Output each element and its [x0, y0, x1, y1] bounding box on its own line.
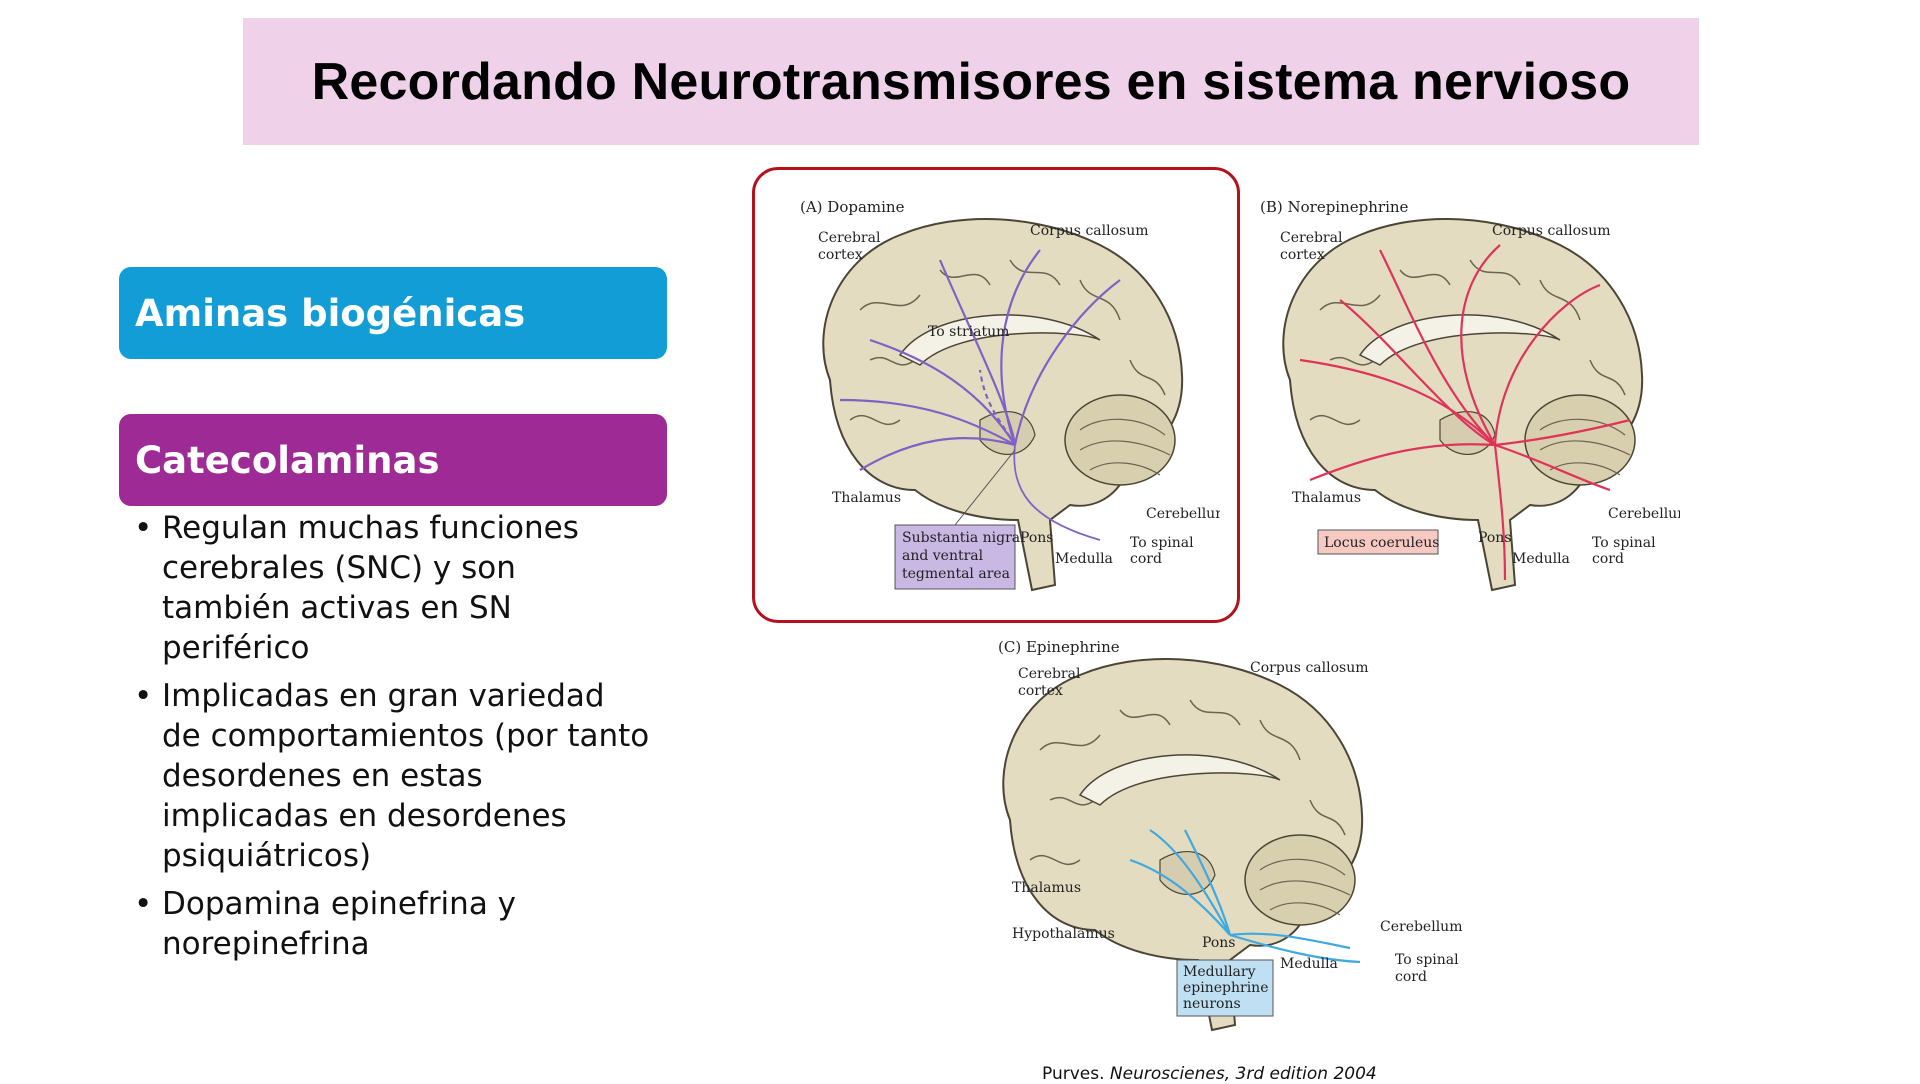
- panel-title: (C) Epinephrine: [998, 638, 1120, 656]
- title-banner: Recordando Neurotransmisores en sistema …: [243, 18, 1699, 145]
- citation-prefix: Purves.: [1042, 1064, 1110, 1084]
- bullet-item: Implicadas en gran variedad de comportam…: [130, 676, 650, 876]
- panel-title: (B) Norepinephrine: [1260, 198, 1409, 216]
- label-locus: Locus coeruleus: [1324, 535, 1439, 551]
- label-cortex: cortex: [818, 247, 863, 263]
- dopamine-pathways: [839, 249, 1121, 541]
- panel-epinephrine: (C) Epinephrine Corpus callosum Cerebral…: [990, 630, 1470, 1040]
- callout-line: and ventral: [902, 548, 984, 564]
- callout-box: [1176, 959, 1274, 1017]
- label-corpus-callosum: Corpus callosum: [1250, 660, 1369, 676]
- label-cord: cord: [1395, 969, 1427, 985]
- label-thalamus: Thalamus: [1292, 490, 1361, 506]
- bullet-list: Regulan muchas funciones cerebrales (SNC…: [130, 508, 650, 972]
- label-to-spinal: To spinal: [1395, 952, 1459, 968]
- label-pons: Pons: [1020, 530, 1053, 546]
- epinephrine-pathways: [1129, 829, 1361, 964]
- label-corpus-callosum: Corpus callosum: [1030, 223, 1149, 239]
- panel-norepinephrine: (B) Norepinephrine Corpus callosum Cereb…: [1240, 190, 1680, 600]
- citation: Purves. Neuroscienes, 3rd edition 2004: [1042, 1064, 1377, 1084]
- callout-line: neurons: [1183, 996, 1241, 1012]
- label-corpus-callosum: Corpus callosum: [1492, 223, 1611, 239]
- label-pons: Pons: [1478, 530, 1511, 546]
- heading-aminas: Aminas biogénicas: [119, 267, 667, 359]
- label-cerebral: Cerebral: [1280, 230, 1343, 246]
- heading-catecolaminas: Catecolaminas: [119, 414, 667, 506]
- label-cord: cord: [1592, 551, 1624, 567]
- label-cortex: cortex: [1280, 247, 1325, 263]
- label-thalamus: Thalamus: [832, 490, 901, 506]
- label-to-spinal: To spinal: [1130, 535, 1194, 551]
- label-medulla: Medulla: [1280, 956, 1338, 972]
- bullet-item: Regulan muchas funciones cerebrales (SNC…: [130, 508, 650, 668]
- slide-title: Recordando Neurotransmisores en sistema …: [311, 52, 1631, 111]
- epinephrine-diagram: (C) Epinephrine Corpus callosum Cerebral…: [998, 638, 1462, 1032]
- label-cerebellum: Cerebellum: [1608, 506, 1680, 522]
- label-cord: cord: [1130, 551, 1162, 567]
- dopamine-diagram: (A) Dopamine Corpus callosum Cerebral co…: [800, 198, 1220, 592]
- heading-catecolaminas-label: Catecolaminas: [135, 438, 440, 482]
- highlight-frame: [752, 167, 1240, 623]
- norepinephrine-diagram: (B) Norepinephrine Corpus callosum Cereb…: [1260, 198, 1680, 592]
- callout-box: [894, 524, 1016, 590]
- label-cerebral: Cerebral: [818, 230, 881, 246]
- label-cortex: cortex: [1018, 683, 1063, 699]
- panel-title: (A) Dopamine: [800, 198, 905, 216]
- citation-source: Neuroscienes, 3rd edition 2004: [1109, 1064, 1377, 1084]
- callout-line: Substantia nigra: [902, 530, 1020, 546]
- heading-aminas-label: Aminas biogénicas: [135, 291, 526, 335]
- panel-dopamine: (A) Dopamine Corpus callosum Cerebral co…: [780, 190, 1220, 600]
- label-hypothalamus: Hypothalamus: [1012, 926, 1115, 942]
- label-to-striatum: To striatum: [928, 324, 1009, 340]
- bullet-item: Dopamina epinefrina y norepinefrina: [130, 884, 650, 964]
- callout-line: tegmental area: [902, 566, 1010, 582]
- label-cerebellum: Cerebellum: [1146, 506, 1220, 522]
- label-thalamus: Thalamus: [1012, 880, 1081, 896]
- callout-line: Medullary: [1183, 964, 1256, 980]
- label-medulla: Medulla: [1512, 551, 1570, 567]
- label-cerebral: Cerebral: [1018, 666, 1081, 682]
- callout-box: [1317, 529, 1439, 555]
- label-medulla: Medulla: [1055, 551, 1113, 567]
- label-pons: Pons: [1202, 935, 1235, 951]
- label-cerebellum: Cerebellum: [1380, 919, 1462, 935]
- callout-line: epinephrine: [1183, 980, 1268, 996]
- norepinephrine-pathways: [1299, 244, 1631, 581]
- label-to-spinal: To spinal: [1592, 535, 1656, 551]
